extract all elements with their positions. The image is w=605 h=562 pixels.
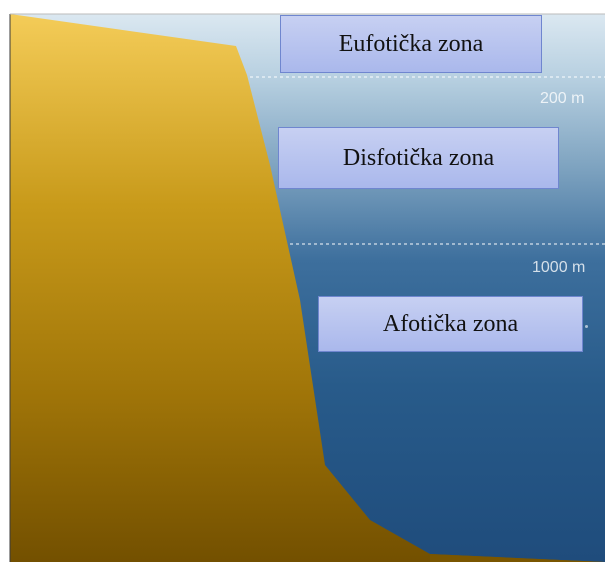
continental-slope: [10, 14, 605, 562]
seabed: [430, 554, 605, 562]
marker-dot: [585, 325, 588, 328]
disphotic-zone-label: Disfotička zona: [278, 127, 559, 189]
depth-label-200m: 200 m: [540, 90, 585, 107]
euphotic-zone-label: Eufotička zona: [280, 15, 542, 73]
depth-label-1000m: 1000 m: [532, 259, 586, 276]
aphotic-zone-label: Afotička zona: [318, 296, 583, 352]
